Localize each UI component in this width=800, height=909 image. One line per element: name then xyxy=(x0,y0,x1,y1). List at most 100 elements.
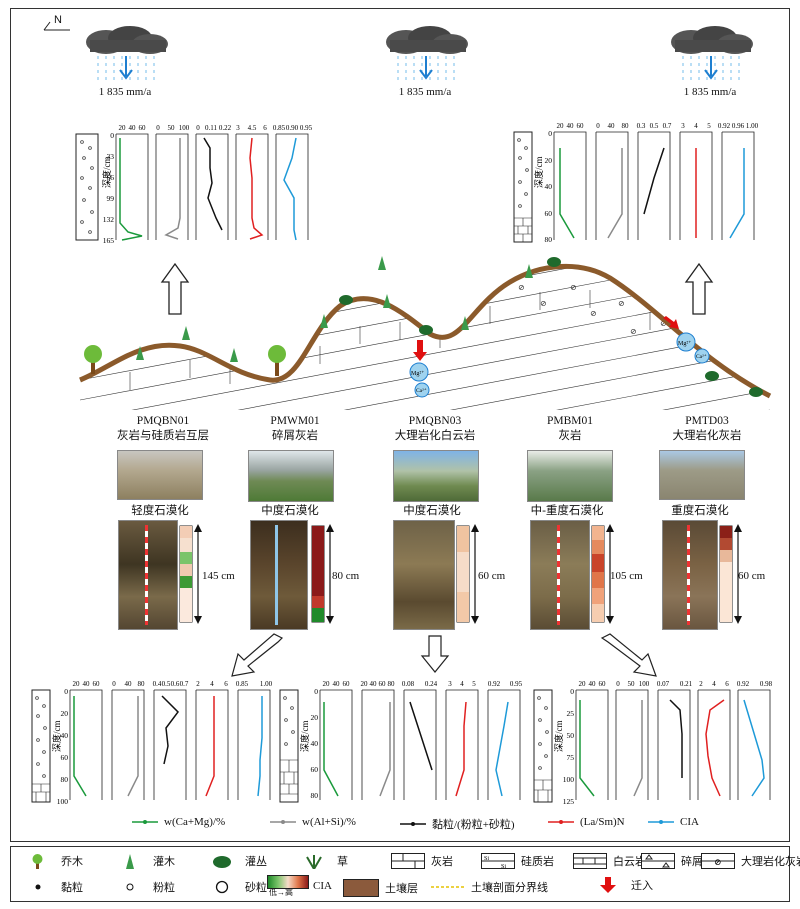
legend-boundary: 土壤剖面分界线 xyxy=(431,879,548,895)
lithology-column xyxy=(75,133,99,241)
legend-sand: 砂粒 xyxy=(205,879,267,895)
legend-grass: 草 xyxy=(297,853,348,869)
north-label: N xyxy=(54,14,62,26)
axis-tick: 40 xyxy=(567,122,575,130)
rainfall-3: 1 835 mm/a xyxy=(683,86,737,98)
site-1-depth: 145 cm xyxy=(202,570,235,582)
series-al-si xyxy=(379,702,391,797)
boundary-line-icon xyxy=(431,886,465,888)
axis-tick: 50 xyxy=(628,680,636,688)
series-legend-label: CIA xyxy=(680,816,699,828)
tree-icon xyxy=(84,345,102,374)
axis-tick: 0.4 xyxy=(153,680,162,688)
axis-tick: 0.5 xyxy=(162,680,171,688)
site-1-weathering: 轻度石漠化 xyxy=(131,505,189,517)
site-2-depth: 80 cm xyxy=(332,570,360,582)
axis-tick: 5 xyxy=(707,122,711,130)
depth-tick: 80 xyxy=(545,235,553,244)
axis-tick: 0.95 xyxy=(510,680,523,688)
site-code: PMTD03 xyxy=(685,415,729,427)
series-legend-clay-ratio: 黏粒/(粉粒+砂粒) xyxy=(400,816,515,832)
axis-tick: 40 xyxy=(83,680,91,688)
silt-circle-icon xyxy=(126,883,134,891)
axis-tick: 40 xyxy=(589,680,597,688)
shrub-icon xyxy=(126,854,134,869)
cia-color-scale: 低→高 xyxy=(267,875,309,897)
axis-tick: 80 xyxy=(138,680,146,688)
series-legend-al-si: w(Al+Si)/% xyxy=(270,816,356,828)
depth-tick: 20 xyxy=(61,709,69,718)
axis-tick: 4 xyxy=(694,122,698,130)
depth-tick: 80 xyxy=(311,791,319,800)
soil-layer-swatch xyxy=(343,879,379,897)
depth-tick: 40 xyxy=(545,182,553,191)
site-rock: 大理岩化灰岩 xyxy=(672,430,742,442)
legend-dolomite: 白云岩 xyxy=(573,853,646,869)
axis-tick: 20 xyxy=(361,680,369,688)
axis-tick: 60 xyxy=(599,680,607,688)
site-4-depth: 105 cm xyxy=(610,570,643,582)
bush-icon xyxy=(213,856,231,868)
depth-tick: 125 xyxy=(563,797,575,806)
axis-tick: 0 xyxy=(196,124,200,132)
depth-tick: 66 xyxy=(107,173,115,182)
axis-tick: 0.07 xyxy=(657,680,670,688)
series-cia xyxy=(729,148,745,239)
axis-tick: 0.11 xyxy=(205,124,217,132)
legend-label: 灌丛 xyxy=(245,856,267,868)
axis-tick: 6 xyxy=(224,680,228,688)
legend-label: CIA xyxy=(313,880,332,892)
legend-bush: 灌丛 xyxy=(205,853,267,869)
site-rock: 灰岩与硅质岩互层 xyxy=(117,430,209,442)
site-rock: 碎屑灰岩 xyxy=(272,430,318,442)
series-al-si xyxy=(633,700,643,797)
axis-tick: 20 xyxy=(73,680,81,688)
site-2-landscape-photo xyxy=(248,450,334,502)
landscape-cross-section: ⊘⊘⊘⊘⊘⊘⊘ Mg²⁺ Ca²⁺ Mg²⁺ Ca²⁺ xyxy=(79,256,772,410)
axis-tick: 1.00 xyxy=(746,122,759,130)
mg-ion xyxy=(409,362,429,382)
series-legend-label: (La/Sm)N xyxy=(580,816,625,828)
series-legend-cia: CIA xyxy=(648,816,699,828)
legend-label: 灌木 xyxy=(153,856,175,868)
axis-tick: 3 xyxy=(448,680,452,688)
bush-icon xyxy=(339,257,763,397)
legend-marble-limestone: ⊘大理岩化灰岩 xyxy=(701,853,800,869)
ca-ion-label: Ca²⁺ xyxy=(696,354,707,360)
site-rock: 大理岩化白云岩 xyxy=(394,430,476,442)
series-ca-mg xyxy=(559,148,575,239)
axis-tick: 3 xyxy=(236,124,240,132)
depth-tick: 60 xyxy=(311,765,319,774)
series-la-sm xyxy=(705,699,725,797)
site-code: PMQBN01 xyxy=(136,415,190,427)
series-cia xyxy=(743,699,765,797)
legend-label: 迁入 xyxy=(631,880,653,892)
axis-tick: 20 xyxy=(323,680,331,688)
svg-text:⊘: ⊘ xyxy=(540,299,547,308)
axis-tick: 50 xyxy=(168,124,176,132)
axis-tick: 0 xyxy=(112,680,116,688)
axis-tick: 80 xyxy=(622,122,630,130)
site-4-soil-profile-photo xyxy=(530,520,590,630)
site-1-soil-profile-photo xyxy=(118,520,178,630)
axis-tick: 0 xyxy=(156,124,160,132)
rain-cloud-3 xyxy=(655,26,765,93)
axis-tick: 2 xyxy=(196,680,200,688)
legend-shrub: 灌木 xyxy=(113,853,175,869)
axis-tick: 0.22 xyxy=(219,124,232,132)
series-legend-la-sm: (La/Sm)N xyxy=(548,816,625,828)
axis-tick: 4.5 xyxy=(248,124,257,132)
depth-tick: 50 xyxy=(567,731,575,740)
series-la-sm xyxy=(205,696,215,797)
axis-tick: 0.90 xyxy=(286,124,299,132)
series-clay-ratio xyxy=(203,137,223,231)
depth-axis-label: 深度/cm xyxy=(533,157,544,189)
axis-tick: 0.92 xyxy=(718,122,731,130)
depth-tick: 0 xyxy=(548,129,552,138)
site-5-soil-profile-photo xyxy=(662,520,718,630)
depth-tick: 25 xyxy=(567,709,575,718)
svg-text:⊘: ⊘ xyxy=(660,319,667,328)
axis-tick: 0.96 xyxy=(732,122,745,130)
